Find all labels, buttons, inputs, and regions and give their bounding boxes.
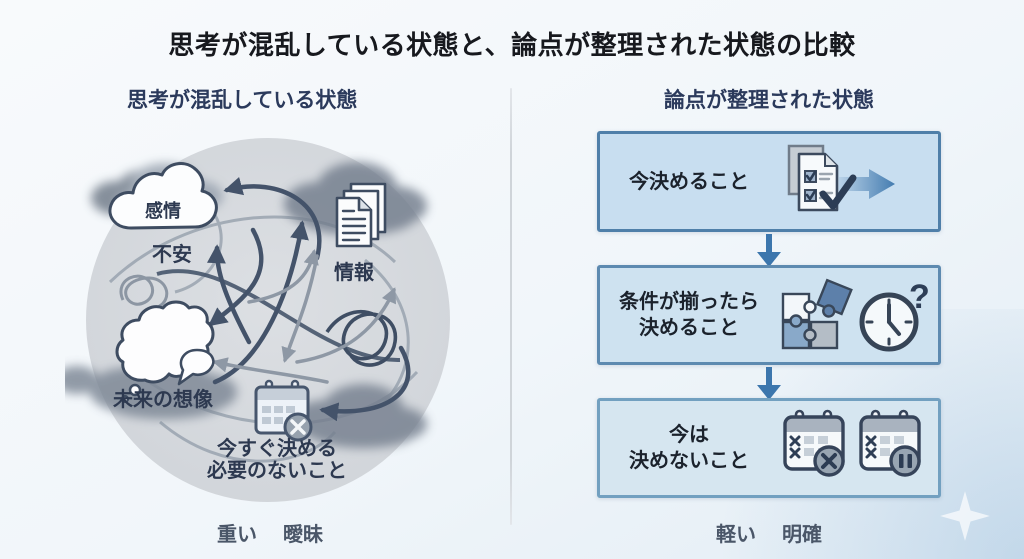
decide-now-label: 今決めること bbox=[600, 169, 778, 195]
right-footer-word1: 軽い bbox=[716, 524, 756, 546]
decide-now-box: 今決めること bbox=[597, 131, 941, 232]
puzzle-pieces-icon bbox=[781, 278, 853, 350]
gray-arrows bbox=[212, 248, 396, 384]
clock-question-icon: ? bbox=[859, 278, 929, 352]
no-need-line1: 今すぐ決める bbox=[217, 438, 337, 460]
no-need-label: 今すぐ決める 必要のないこと bbox=[187, 438, 367, 482]
decide-now-icons bbox=[778, 144, 938, 220]
left-footer: 重い 曖昧 bbox=[65, 518, 475, 547]
right-heading: 論点が整理された状態 bbox=[664, 89, 874, 112]
conditions-icons: ? bbox=[781, 278, 929, 352]
decide-now-line1: 今決めること bbox=[629, 170, 749, 193]
calendar-cancel-icon bbox=[783, 409, 845, 477]
page-title: 思考が混乱している状態と、論点が整理された状態の比較 bbox=[168, 30, 856, 60]
checklist-document-icon bbox=[787, 144, 895, 211]
down-arrow-icon bbox=[757, 367, 781, 400]
decide-when-ready-line1: 条件が揃ったら bbox=[619, 291, 759, 313]
not-decide-now-line2: 決めないこと bbox=[629, 450, 749, 472]
left-heading: 思考が混乱している状態 bbox=[127, 89, 358, 112]
info-label: 情報 bbox=[334, 262, 374, 284]
not-decide-now-box: 今は 決めないこと bbox=[597, 398, 941, 498]
question-mark: ? bbox=[909, 278, 929, 316]
calendar-pause-icon bbox=[859, 409, 921, 477]
documents-stack-icon bbox=[335, 182, 387, 248]
decide-when-ready-line2: 決めること bbox=[639, 317, 739, 339]
down-arrow-icon bbox=[757, 234, 781, 267]
emotion-cloud-icon bbox=[108, 162, 218, 230]
emotion-label: 感情 bbox=[145, 201, 181, 221]
calendar-x-icon bbox=[254, 379, 313, 442]
no-need-line2: 必要のないこと bbox=[207, 460, 347, 482]
sparkle-icon bbox=[940, 491, 990, 541]
scribble-knot-gray bbox=[119, 274, 169, 310]
right-footer-word2: 明確 bbox=[782, 524, 822, 546]
scribble-knot-navy bbox=[325, 310, 397, 367]
left-footer-word1: 重い bbox=[217, 524, 257, 546]
thought-bubble-icon bbox=[115, 300, 215, 404]
confusion-illustration bbox=[65, 138, 450, 502]
decide-when-ready-icons: ? bbox=[778, 274, 938, 356]
right-footer: 軽い 明確 bbox=[597, 518, 941, 547]
not-decide-now-icons bbox=[778, 409, 938, 487]
column-divider bbox=[510, 88, 512, 525]
forward-arrow-icon bbox=[839, 168, 895, 199]
not-decide-now-label: 今は 決めないこと bbox=[600, 422, 778, 474]
left-footer-word2: 曖昧 bbox=[283, 524, 323, 546]
future-label: 未来の想像 bbox=[113, 389, 213, 411]
anxiety-label: 不安 bbox=[152, 244, 192, 266]
decide-when-ready-box: 条件が揃ったら 決めること bbox=[597, 265, 941, 365]
not-decide-now-line1: 今は bbox=[669, 424, 709, 446]
decide-when-ready-label: 条件が揃ったら 決めること bbox=[600, 289, 778, 341]
navy-arrows bbox=[206, 176, 411, 422]
